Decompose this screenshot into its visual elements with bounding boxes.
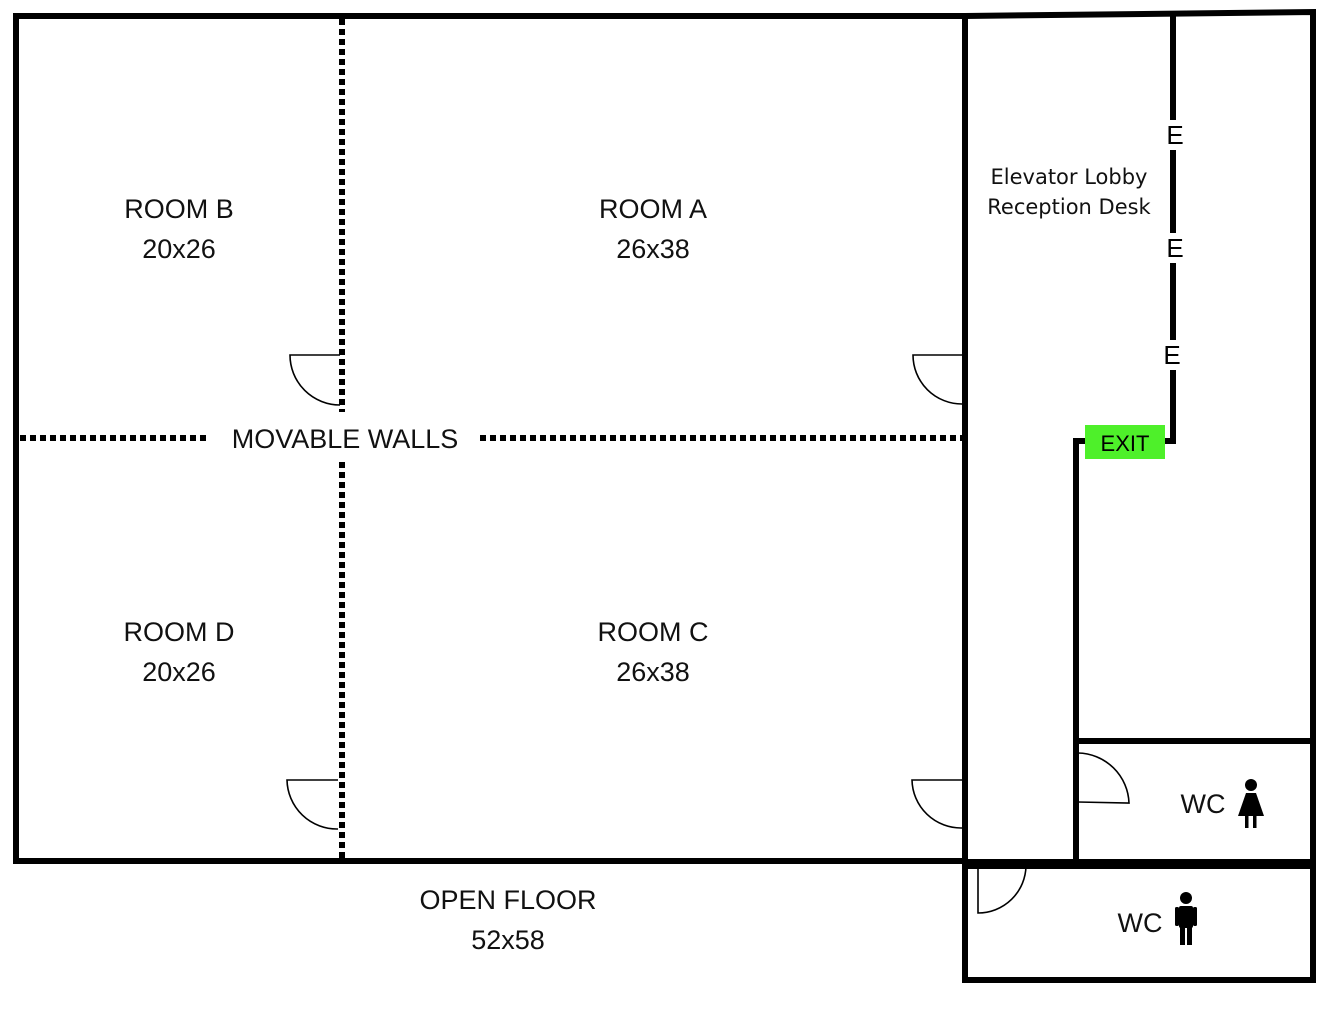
room-d-name: ROOM D [124,617,235,647]
room-b-name: ROOM B [124,194,234,224]
elevator-2: E [1166,233,1183,263]
men-wc-outline [962,862,1316,983]
door-room-d [286,779,339,830]
door-room-a [912,354,963,405]
room-a-name: ROOM A [599,194,707,224]
door-room-b [289,354,341,406]
lobby-line1: Elevator Lobby [991,165,1148,189]
room-c-size: 26x38 [616,657,690,687]
man-icon [1175,892,1197,945]
door-men-wc [977,865,1027,914]
elevator-3: E [1163,340,1180,370]
room-d-size: 20x26 [142,657,216,687]
room-a-size: 26x38 [616,234,690,264]
elevator-wall [1165,16,1176,444]
room-b-size: 20x26 [142,234,216,264]
exit-sign [1085,425,1165,459]
door-room-c [911,779,963,829]
open-floor-size: 52x58 [471,925,545,955]
corridor-wall [1073,438,1087,862]
right-wing-outline [964,8,1316,865]
wc-women-label: WC [1181,789,1226,819]
main-hall-outline [13,13,968,864]
exit-label: EXIT [1101,431,1150,456]
lobby-line2: Reception Desk [987,195,1151,219]
room-c-name: ROOM C [598,617,709,647]
elevator-1: E [1166,120,1183,150]
open-floor-name: OPEN FLOOR [419,885,596,915]
wc-men-label: WC [1118,908,1163,938]
door-women-wc [1077,752,1130,804]
woman-icon [1238,779,1264,828]
movable-walls-label: MOVABLE WALLS [232,424,459,454]
